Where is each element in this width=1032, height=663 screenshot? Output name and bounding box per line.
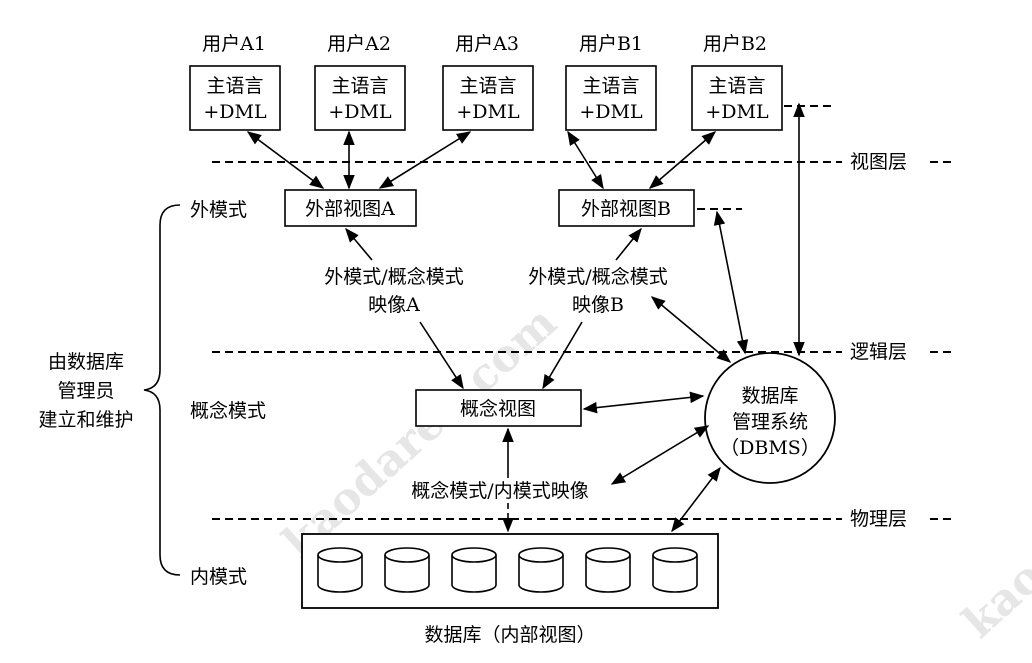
external-view-a-label: 外部视图A (305, 198, 395, 220)
user-box-a3-line2: +DML (456, 101, 520, 123)
user-label-a1: 用户A1 (202, 33, 266, 55)
user-box-a2: 主语言 +DML (314, 65, 406, 131)
database-cylinder (384, 547, 430, 593)
view-layer-label: 视图层 (850, 151, 907, 173)
dbms-circle: 数据库 管理系统 （DBMS） (704, 352, 836, 484)
user-box-b1-line1: 主语言 (582, 75, 639, 97)
user-box-a3-line1: 主语言 (459, 75, 516, 97)
arrow-mapping-b-view-b (615, 227, 642, 261)
user-box-b1-line2: +DML (579, 101, 643, 123)
user-box-a3: 主语言 +DML (442, 65, 534, 131)
arrow-conceptual-dbms (582, 391, 705, 414)
database-cylinder (518, 547, 564, 593)
arrow-mapping-b-conceptual (542, 321, 583, 390)
user-box-a2-line1: 主语言 (331, 75, 388, 97)
dba-label-line1: 由数据库 (48, 351, 124, 373)
arrow-mapping-a-conceptual (419, 321, 464, 390)
watermark-url-right: kaodaren.com (953, 377, 1032, 648)
external-view-b: 外部视图B (558, 189, 695, 227)
watermark-url: kaodaren.com (273, 297, 566, 568)
conceptual-view-label: 概念视图 (460, 397, 536, 420)
user-box-a1: 主语言 +DML (189, 65, 281, 131)
user-box-a1-line1: 主语言 (206, 75, 263, 97)
arrow-b2-view-b (648, 131, 717, 189)
connectors (246, 102, 805, 533)
mapping-b-label: 外模式/概念模式 映像B (528, 265, 667, 316)
mapping-a-line1: 外模式/概念模式 (324, 265, 463, 288)
user-box-b1: 主语言 +DML (565, 65, 657, 131)
dba-label-line3: 建立和维护 (38, 409, 133, 431)
external-schema-label: 外模式 (190, 199, 247, 221)
user-label-a2: 用户A2 (327, 33, 391, 55)
arrow-database-dbms (671, 466, 721, 533)
arrow-mapping-ci-dbms (610, 425, 710, 485)
user-box-b2-line1: 主语言 (708, 75, 765, 97)
arrow-view-b-dbms (713, 210, 749, 355)
conceptual-schema-label: 概念模式 (190, 399, 266, 422)
physical-layer-label: 物理层 (850, 508, 907, 530)
external-view-a: 外部视图A (284, 189, 417, 227)
database-cylinder (451, 547, 497, 593)
user-labels: 用户A1 用户A2 用户A3 用户B1 用户B2 (202, 33, 767, 55)
user-box-a2-line2: +DML (328, 101, 392, 123)
conceptual-view: 概念视图 (415, 389, 582, 427)
external-view-b-label: 外部视图B (581, 198, 671, 220)
arrow-b1-view-b (567, 130, 604, 190)
database-cylinder (317, 547, 363, 593)
dba-label-line2: 管理员 (57, 380, 114, 402)
arrow-a3-view-a (378, 131, 472, 189)
user-box-b2-line2: +DML (705, 101, 769, 123)
mapping-b-line2: 映像B (572, 294, 624, 316)
mapping-a-line2: 映像A (368, 294, 420, 316)
dbms-line1: 数据库 (741, 385, 798, 407)
arrow-mapping-b-dbms (650, 296, 732, 363)
mapping-b-line1: 外模式/概念模式 (528, 265, 667, 288)
database-container (301, 533, 719, 609)
user-box-a1-line2: +DML (203, 101, 267, 123)
dba-brace (143, 204, 181, 576)
logic-layer-label: 逻辑层 (850, 341, 907, 363)
user-label-a3: 用户A3 (455, 33, 519, 55)
dbms-line2: 管理系统 (732, 411, 808, 433)
user-box-b2: 主语言 +DML (691, 65, 783, 131)
database-cylinders (317, 547, 698, 593)
conceptual-internal-mapping-label: 概念模式/内模式映像 (411, 479, 588, 502)
database-cylinder (652, 547, 698, 593)
dba-label: 由数据库 管理员 建立和维护 (38, 351, 133, 431)
internal-schema-label: 内模式 (190, 566, 247, 588)
dbms-line3: （DBMS） (720, 437, 820, 459)
arrow-a1-view-a (246, 131, 325, 189)
user-label-b2: 用户B2 (703, 33, 767, 55)
database-caption: 数据库（内部视图） (424, 624, 595, 646)
arrow-mapping-a-view-a (345, 227, 373, 261)
mapping-a-label: 外模式/概念模式 映像A (324, 265, 463, 316)
user-label-b1: 用户B1 (579, 33, 643, 55)
database-cylinder (585, 547, 631, 593)
